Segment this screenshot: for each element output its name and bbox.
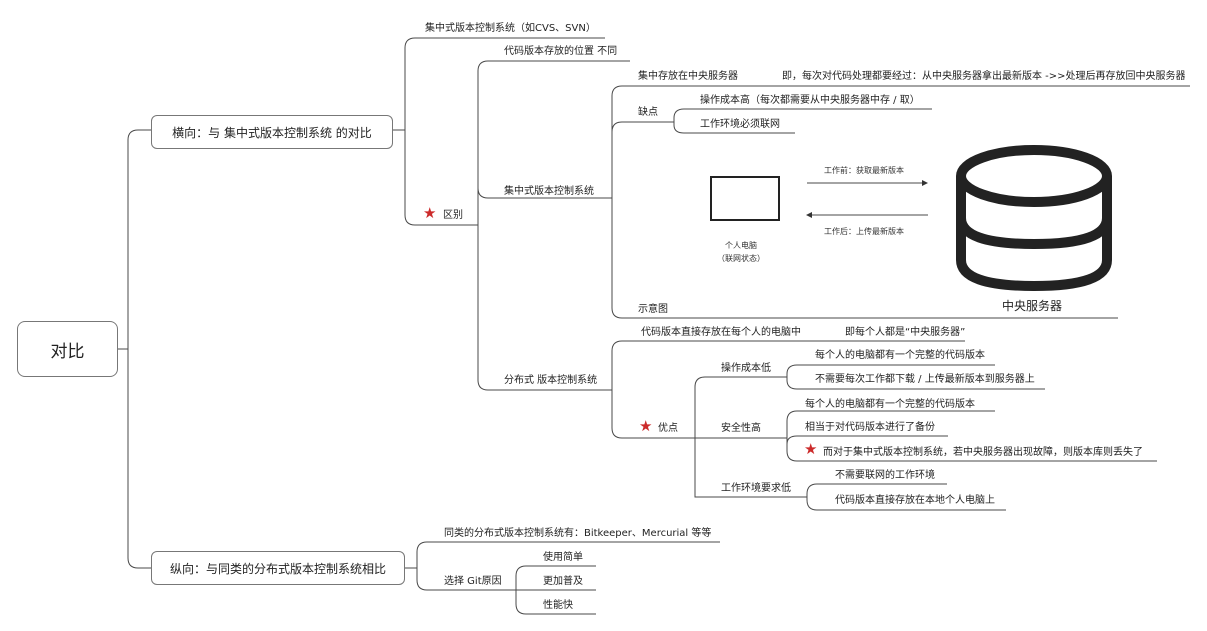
star-icon: ★ bbox=[804, 440, 818, 458]
distributed-label: 分布式 版本控制系统 bbox=[504, 375, 598, 386]
root-node[interactable]: 对比 bbox=[17, 321, 118, 377]
star-icon: ★ bbox=[639, 417, 653, 435]
distributed-store-note: 即每个人都是“中央服务器” bbox=[845, 327, 966, 338]
reason-item: 更加普及 bbox=[543, 576, 583, 587]
after-work-label: 工作后：上传最新版本 bbox=[824, 227, 904, 236]
server-label: 中央服务器 bbox=[1002, 299, 1063, 313]
database-icon bbox=[956, 145, 1112, 292]
cons-item: 工作环境必须联网 bbox=[700, 119, 780, 130]
computer-icon bbox=[710, 176, 780, 221]
cons-label: 缺点 bbox=[638, 107, 658, 118]
low-cost-item: 不需要每次工作都下载 / 上传最新版本到服务器上 bbox=[815, 374, 1035, 385]
before-work-label: 工作前：获取最新版本 bbox=[824, 166, 904, 175]
star-icon: ★ bbox=[423, 204, 437, 222]
centralized-examples: 集中式版本控制系统（如CVS、SVN） bbox=[425, 23, 596, 34]
security-label: 安全性高 bbox=[721, 423, 761, 434]
centralized-label: 集中式版本控制系统 bbox=[504, 186, 594, 197]
distributed-store: 代码版本直接存放在每个人的电脑中 bbox=[641, 327, 801, 338]
security-item: 而对于集中式版本控制系统，若中央服务器出现故障，则版本库则丢失了 bbox=[823, 447, 1143, 458]
git-reason-label: 选择 Git原因 bbox=[444, 576, 502, 587]
horizontal-branch[interactable]: 横向：与 集中式版本控制系统 的对比 bbox=[151, 115, 393, 149]
pc-status: （联网状态） bbox=[717, 254, 765, 263]
cons-item: 操作成本高（每次都需要从中央服务器中存 / 取） bbox=[700, 95, 920, 106]
reason-item: 使用简单 bbox=[543, 552, 583, 563]
low-cost-label: 操作成本低 bbox=[721, 363, 771, 374]
vertical-branch[interactable]: 纵向：与同类的分布式版本控制系统相比 bbox=[151, 551, 405, 585]
centralized-store-note: 即，每次对代码处理都要经过：从中央服务器拿出最新版本 ->>处理后再存放回中央服… bbox=[782, 71, 1186, 82]
low-cost-item: 每个人的电脑都有一个完整的代码版本 bbox=[815, 350, 985, 361]
diagram-label: 示意图 bbox=[638, 304, 668, 315]
difference-label: 区别 bbox=[443, 210, 463, 221]
env-item: 不需要联网的工作环境 bbox=[835, 470, 935, 481]
storage-difference: 代码版本存放的位置 不同 bbox=[504, 46, 618, 57]
security-item: 每个人的电脑都有一个完整的代码版本 bbox=[805, 399, 975, 410]
env-item: 代码版本直接存放在本地个人电脑上 bbox=[835, 495, 995, 506]
pros-label: 优点 bbox=[658, 423, 678, 434]
security-item: 相当于对代码版本进行了备份 bbox=[805, 422, 935, 433]
pc-label: 个人电脑 bbox=[725, 241, 757, 250]
env-label: 工作环境要求低 bbox=[721, 483, 791, 494]
reason-item: 性能快 bbox=[543, 600, 573, 611]
centralized-store: 集中存放在中央服务器 bbox=[638, 71, 738, 82]
peer-systems: 同类的分布式版本控制系统有：Bitkeeper、Mercurial 等等 bbox=[444, 528, 712, 539]
